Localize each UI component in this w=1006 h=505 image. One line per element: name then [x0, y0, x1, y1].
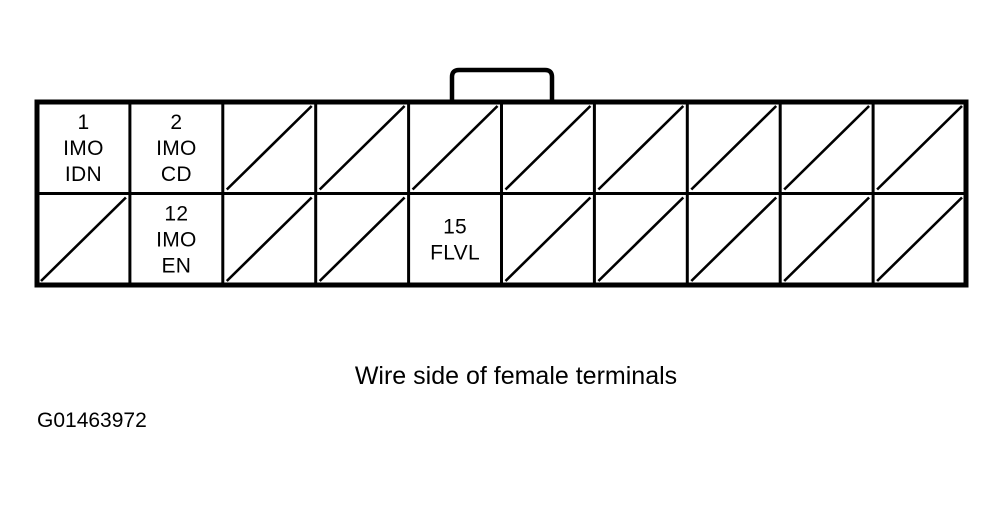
terminal-pin-number: 15	[443, 215, 467, 238]
unused-terminal-slash	[690, 105, 778, 191]
terminal-circuit-code: EN	[161, 254, 191, 277]
connector-body-outline	[34, 99, 969, 288]
terminal-pin-number: 2	[170, 111, 182, 134]
locking-tab	[449, 67, 555, 106]
unused-terminal-slash	[690, 196, 778, 282]
unused-terminal-slash	[783, 196, 871, 282]
locking-tab-shape	[449, 67, 555, 106]
unused-terminal-slash	[40, 196, 127, 282]
unused-terminal-slash	[876, 105, 963, 191]
terminal-circuit-code: IDN	[65, 163, 102, 186]
unused-terminal-slash	[597, 105, 685, 191]
terminal-circuit-code: IMO	[63, 137, 104, 160]
terminal-cell	[408, 193, 502, 285]
unused-terminal-slash	[876, 196, 963, 282]
terminal-cell	[129, 102, 223, 194]
unused-terminal-slash	[597, 196, 685, 282]
terminal-cell	[37, 102, 130, 194]
reference-code: G01463972	[37, 409, 147, 432]
terminal-pin-number: 1	[77, 111, 89, 134]
unused-terminal-slash	[225, 196, 313, 282]
connector-outer-frame	[34, 99, 969, 288]
terminal-circuit-code: CD	[161, 163, 192, 186]
unused-terminal-slash	[411, 105, 499, 191]
terminal-circuit-code: FLVL	[430, 241, 480, 264]
terminal-circuit-code: IMO	[156, 137, 197, 160]
unused-terminal-slash	[504, 196, 592, 282]
diagram-caption: Wire side of female terminals	[355, 362, 677, 390]
grid-lines-group	[37, 102, 966, 285]
unused-terminal-slash	[504, 105, 592, 191]
unused-terminal-slash	[225, 105, 313, 191]
unused-terminal-slash	[318, 196, 406, 282]
unused-terminal-slash	[783, 105, 871, 191]
terminal-cell	[129, 193, 223, 285]
terminal-cells-group	[37, 102, 966, 285]
terminal-circuit-code: IMO	[156, 228, 197, 251]
terminal-pin-number: 12	[164, 202, 188, 225]
unused-terminal-slash	[318, 105, 406, 191]
